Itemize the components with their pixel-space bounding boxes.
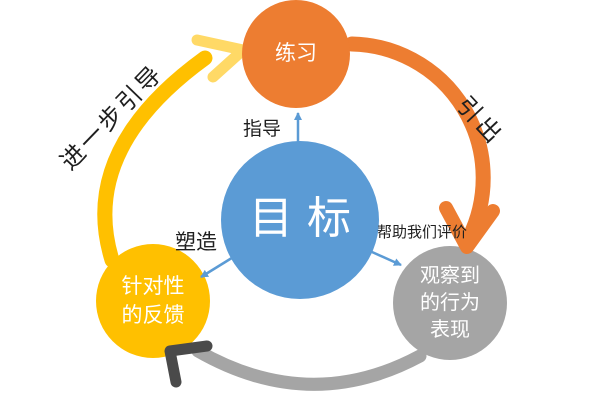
evaluate-edge-label: 帮助我们评价 bbox=[376, 224, 467, 241]
guide-edge-label: 指导 bbox=[242, 119, 281, 140]
observe-arc bbox=[191, 344, 427, 391]
observed-node-label: 观察到 的行为 表现 bbox=[420, 265, 480, 341]
elicit-arc bbox=[344, 36, 491, 246]
further-guide-arc bbox=[97, 50, 213, 268]
practice-node-label: 练习 bbox=[275, 42, 317, 65]
observe-arrowhead-icon bbox=[164, 340, 213, 388]
elicit-arrowhead-icon bbox=[439, 201, 500, 254]
practice-circle bbox=[242, 0, 350, 108]
goal-circle bbox=[221, 141, 379, 299]
feedback-circle bbox=[96, 244, 210, 358]
goal-node-label: 目标 bbox=[249, 194, 365, 243]
shape-edge-label: 塑造 bbox=[175, 231, 217, 254]
shape-arrow bbox=[200, 254, 236, 279]
feedback-node-label: 针对性 的反馈 bbox=[121, 275, 185, 327]
observed-circle bbox=[393, 246, 507, 360]
evaluate-arrow bbox=[371, 250, 402, 267]
